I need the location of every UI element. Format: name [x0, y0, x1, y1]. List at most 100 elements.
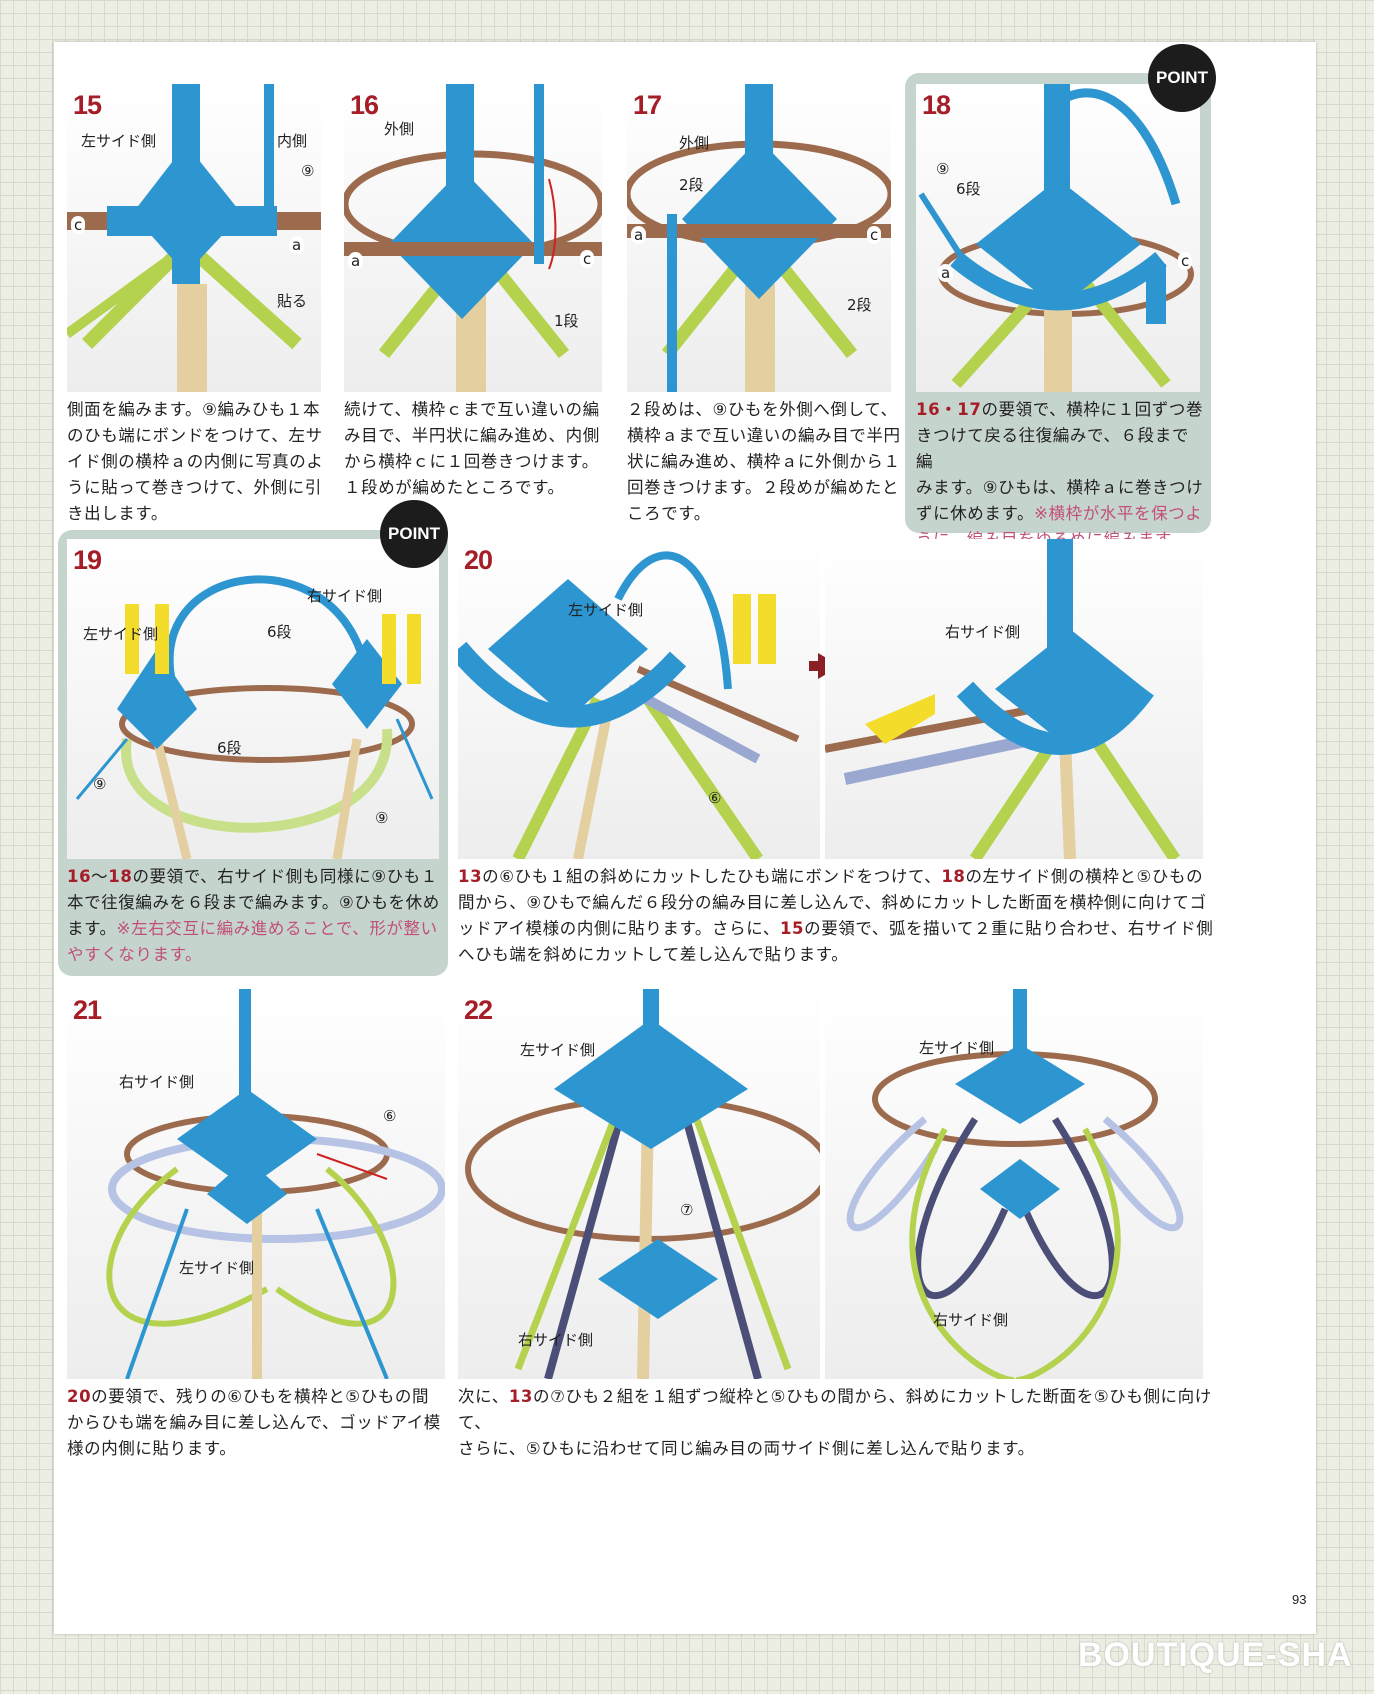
step-21-number: 21: [73, 995, 102, 1025]
step-15-label-c: c: [71, 216, 86, 234]
step-22-number: 22: [464, 995, 493, 1025]
step-15-desc-line: 側面を編みます。⑨編みひも１本: [67, 400, 321, 419]
step-21-label-right-side: 右サイド側: [119, 1073, 195, 1091]
step-18-photo: 18 ⑨ 6段 a c: [916, 84, 1200, 392]
step-18-desc-text: の要領で、横枠に１回ずつ巻: [981, 400, 1204, 419]
step-16-description: 続けて、横枠ｃまで互い違いの編 み目で、半円状に編み進め、内側 から横枠ｃに１回…: [344, 397, 609, 501]
step-16-desc-line: 続けて、横枠ｃまで互い違いの編: [344, 400, 600, 419]
step-17-illustration: [627, 84, 891, 392]
step-21-desc-line: からひも端を編み目に差し込んで、ゴッドアイ模: [67, 1413, 441, 1432]
step-22-desc-line: さらに、⑤ひもに沿わせて同じ編み目の両サイド側に差し込んで貼ります。: [458, 1439, 1035, 1458]
step-22-label-right-side: 右サイド側: [518, 1331, 594, 1349]
step-16-label-a: a: [348, 252, 364, 270]
step-22-desc-text: の⑦ひも２組を１組ずつ縦枠と⑤ひもの間から、斜めにカットした断面を⑤ひも側に向け…: [458, 1387, 1212, 1432]
page-number: 93: [1292, 1592, 1307, 1607]
step-19-desc-text: ます。: [67, 919, 117, 938]
step-18-illustration: [918, 84, 1194, 392]
step-19-illustration: [75, 575, 434, 859]
step-20-illustration-a: [458, 551, 800, 859]
step-22-photo-a: 22 左サイド側 ⑦ 右サイド側: [458, 989, 820, 1379]
step-22-illustration-b: [846, 989, 1184, 1379]
step-20-desc-ref: 18: [941, 867, 966, 886]
step-18-desc-ref: 16・17: [916, 400, 982, 419]
step-21-description: 20の要領で、残りの⑥ひもを横枠と⑤ひもの間 からひも端を編み目に差し込んで、ゴ…: [67, 1384, 452, 1462]
step-18-note: ※横枠が水平を保つよ: [1034, 504, 1203, 523]
step-17-photo: 17 外側 2段 a c 2段: [627, 84, 891, 392]
step-17-label-row-2-bottom: 2段: [847, 296, 872, 314]
step-20-desc-text: の⑥ひも１組の斜めにカットしたひも端にボンドをつけて、: [482, 867, 942, 886]
step-21-label-left-side: 左サイド側: [179, 1259, 255, 1277]
step-17-label-row-2-top: 2段: [679, 176, 704, 194]
step-15-desc-line: のひも端にボンドをつけて、左サ: [67, 426, 323, 445]
step-15-desc-line: き出します。: [67, 504, 168, 523]
step-18-description: 16・17の要領で、横枠に１回ずつ巻 きつけて戻る往復編みで、６段まで編 みます…: [916, 397, 1206, 553]
step-17-label-c: c: [867, 226, 882, 244]
step-19-desc-line: 16～18の要領で、右サイド側も同様に⑨ひも１: [67, 864, 447, 890]
step-18-point-badge: POINT: [1148, 44, 1216, 112]
step-22-description: 次に、13の⑦ひも２組を１組ずつ縦枠と⑤ひもの間から、斜めにカットした断面を⑤ひ…: [458, 1384, 1218, 1462]
step-20-number: 20: [464, 545, 493, 575]
step-15-desc-line: イド側の横枠ａの内側に写真のよ: [67, 452, 324, 471]
step-17-desc-line: ころです。: [627, 504, 711, 523]
step-19-desc-sep: ～: [91, 867, 109, 886]
step-19-label-cord-9-left: ⑨: [93, 775, 107, 793]
step-15-photo: 15 左サイド側 内側 ⑨ c a 貼る: [67, 84, 321, 392]
step-19-desc-line: 本で往復編みを６段まで編みます。⑨ひもを休め: [67, 893, 440, 912]
next-arrow-bar: [809, 661, 819, 671]
step-20-desc-line: ッドアイ模様の内側に貼ります。さらに、15の要領で、弧を描いて２重に貼り合わせ、…: [458, 916, 1218, 942]
step-19-label-cord-9-right: ⑨: [375, 809, 389, 827]
step-19-desc-text: の要領で、右サイド側も同様に⑨ひも１: [132, 867, 438, 886]
step-21-desc-ref: 20: [67, 1387, 92, 1406]
step-20-description: 13の⑥ひも１組の斜めにカットしたひも端にボンドをつけて、18の左サイド側の横枠…: [458, 864, 1218, 968]
step-20-desc-text: の左サイド側の横枠と⑤ひもの: [965, 867, 1204, 886]
step-19-photo: 19 右サイド側 左サイド側 6段 6段 ⑨ ⑨: [67, 539, 439, 859]
step-15-label-left-side: 左サイド側: [81, 132, 157, 150]
step-21-illustration: [106, 989, 445, 1379]
step-20-desc-ref: 13: [458, 867, 483, 886]
step-18-label-row-6: 6段: [956, 180, 981, 198]
step-22-desc-ref: 13: [508, 1387, 533, 1406]
step-16-desc-line: から横枠ｃに１回巻きつけます。: [344, 452, 599, 471]
publisher-logo: BOUTIQUE-SHA: [1078, 1636, 1353, 1674]
step-19-label-row-6-bottom: 6段: [217, 739, 242, 757]
step-20-label-cord-6: ⑥: [708, 789, 722, 807]
step-18-label-c: c: [1178, 252, 1193, 270]
step-19-point-badge: POINT: [380, 500, 448, 568]
step-19-label-left-side: 左サイド側: [83, 625, 159, 643]
step-21-label-cord-6: ⑥: [383, 1107, 397, 1125]
step-19-label-right-side: 右サイド側: [307, 587, 383, 605]
step-16-desc-line: １段めが編めたところです。: [344, 478, 565, 497]
step-16-label-outside: 外側: [384, 120, 415, 138]
step-17-desc-line: 状に編み進め、横枠ａに外側から１: [627, 452, 901, 471]
step-16-photo: 16 外側 a c 1段: [344, 84, 602, 392]
step-17-label-a: a: [631, 226, 647, 244]
step-22-photo-b: 左サイド側 右サイド側: [825, 989, 1203, 1379]
step-20-illustration-b: [825, 539, 1180, 859]
step-22-label-right-side-b: 右サイド側: [933, 1311, 1009, 1329]
step-19-desc-ref: 16: [67, 867, 92, 886]
step-15-label-attach: 貼る: [277, 292, 308, 310]
step-21-photo: 21 右サイド側 ⑥ 左サイド側: [67, 989, 445, 1379]
step-16-label-c: c: [580, 250, 595, 268]
step-15-label-a: a: [289, 236, 305, 254]
step-18-desc-text: ずに休めます。: [916, 504, 1035, 523]
step-22-desc-line: 次に、13の⑦ひも２組を１組ずつ縦枠と⑤ひもの間から、斜めにカットした断面を⑤ひ…: [458, 1384, 1218, 1436]
step-19-note: やすくなります。: [67, 945, 203, 964]
step-17-label-outside: 外側: [679, 134, 710, 152]
step-21-desc-text: の要領で、残りの⑥ひもを横枠と⑤ひもの間: [91, 1387, 430, 1406]
step-20-desc-text: の要領で、弧を描いて２重に貼り合わせ、右サイド側: [804, 919, 1214, 938]
step-18-desc-line: みます。⑨ひもは、横枠ａに巻きつけ: [916, 478, 1204, 497]
step-16-label-row-1: 1段: [554, 312, 579, 330]
page: 15 左サイド側 内側 ⑨ c a 貼る 側面を編みます。⑨編みひも１本 のひも…: [54, 42, 1316, 1634]
step-16-number: 16: [350, 90, 379, 120]
step-22-desc-text: 次に、: [458, 1387, 509, 1406]
step-20-desc-ref: 15: [779, 919, 805, 938]
step-18-label-a: a: [938, 264, 954, 282]
step-19-label-row-6-top: 6段: [267, 623, 292, 641]
step-19-number: 19: [73, 545, 102, 575]
step-19-desc-line: ます。※左右交互に編み進めることで、形が整い: [67, 916, 447, 942]
step-15-desc-line: うに貼って巻きつけて、外側に引: [67, 478, 322, 497]
step-17-number: 17: [633, 90, 662, 120]
step-18-desc-line: 16・17の要領で、横枠に１回ずつ巻: [916, 397, 1206, 423]
step-18-desc-line: きつけて戻る往復編みで、６段まで編: [916, 426, 1189, 471]
